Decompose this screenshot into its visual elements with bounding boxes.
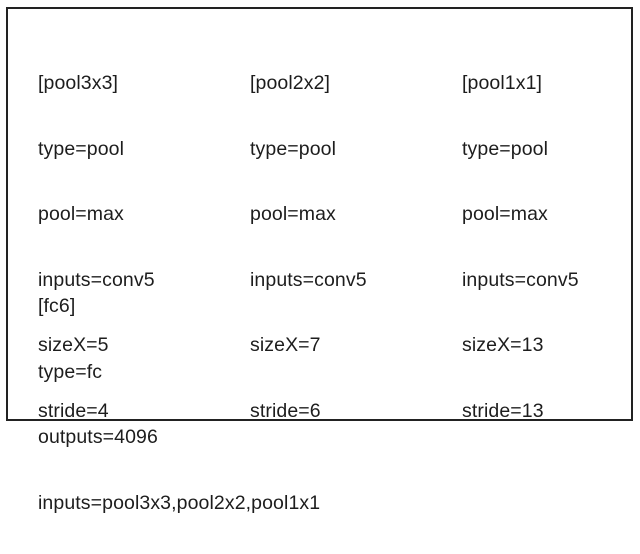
config-block-pool2x2: [pool2x2] type=pool pool=max inputs=conv…	[250, 33, 367, 462]
config-body: [pool3x3] type=pool pool=max inputs=conv…	[8, 9, 631, 514]
config-line-type: type=fc	[38, 360, 103, 383]
config-line-header: [pool2x2]	[250, 72, 331, 94]
config-line-header: [pool1x1]	[462, 72, 543, 94]
config-line-stride: stride=4	[38, 399, 109, 422]
config-frame: [pool3x3] type=pool pool=max inputs=conv…	[6, 7, 633, 514]
config-line-pool: pool=max	[250, 203, 336, 225]
config-line-inputs: inputs=conv5	[38, 268, 155, 291]
config-block-pool1x1: [pool1x1] type=pool pool=max inputs=conv…	[462, 33, 579, 462]
config-line-pool: pool=max	[38, 203, 124, 225]
config-line-stride: stride=6	[250, 399, 321, 422]
config-line-inputs: inputs=conv5	[250, 268, 367, 291]
config-line-outputs: outputs=4096	[38, 426, 158, 448]
config-line-inputs: inputs=pool3x3,pool2x2,pool1x1	[38, 491, 321, 514]
config-line-pool: pool=max	[462, 203, 548, 225]
config-line-type: type=pool	[250, 137, 337, 160]
config-block-pool3x3: [pool3x3] type=pool pool=max inputs=conv…	[38, 33, 155, 462]
config-line-sizex: sizeX=5	[38, 334, 109, 356]
config-line-header: [fc6]	[38, 295, 76, 317]
config-line-sizex: sizeX=7	[250, 334, 321, 356]
config-line-type: type=pool	[462, 137, 549, 160]
config-line-sizex: sizeX=13	[462, 334, 544, 356]
config-line-stride: stride=13	[462, 399, 544, 422]
config-line-inputs: inputs=conv5	[462, 268, 579, 291]
config-block-fc6: [fc6] type=fc outputs=4096 inputs=pool3x…	[38, 256, 320, 554]
config-line-type: type=pool	[38, 137, 125, 160]
config-line-header: [pool3x3]	[38, 72, 119, 94]
